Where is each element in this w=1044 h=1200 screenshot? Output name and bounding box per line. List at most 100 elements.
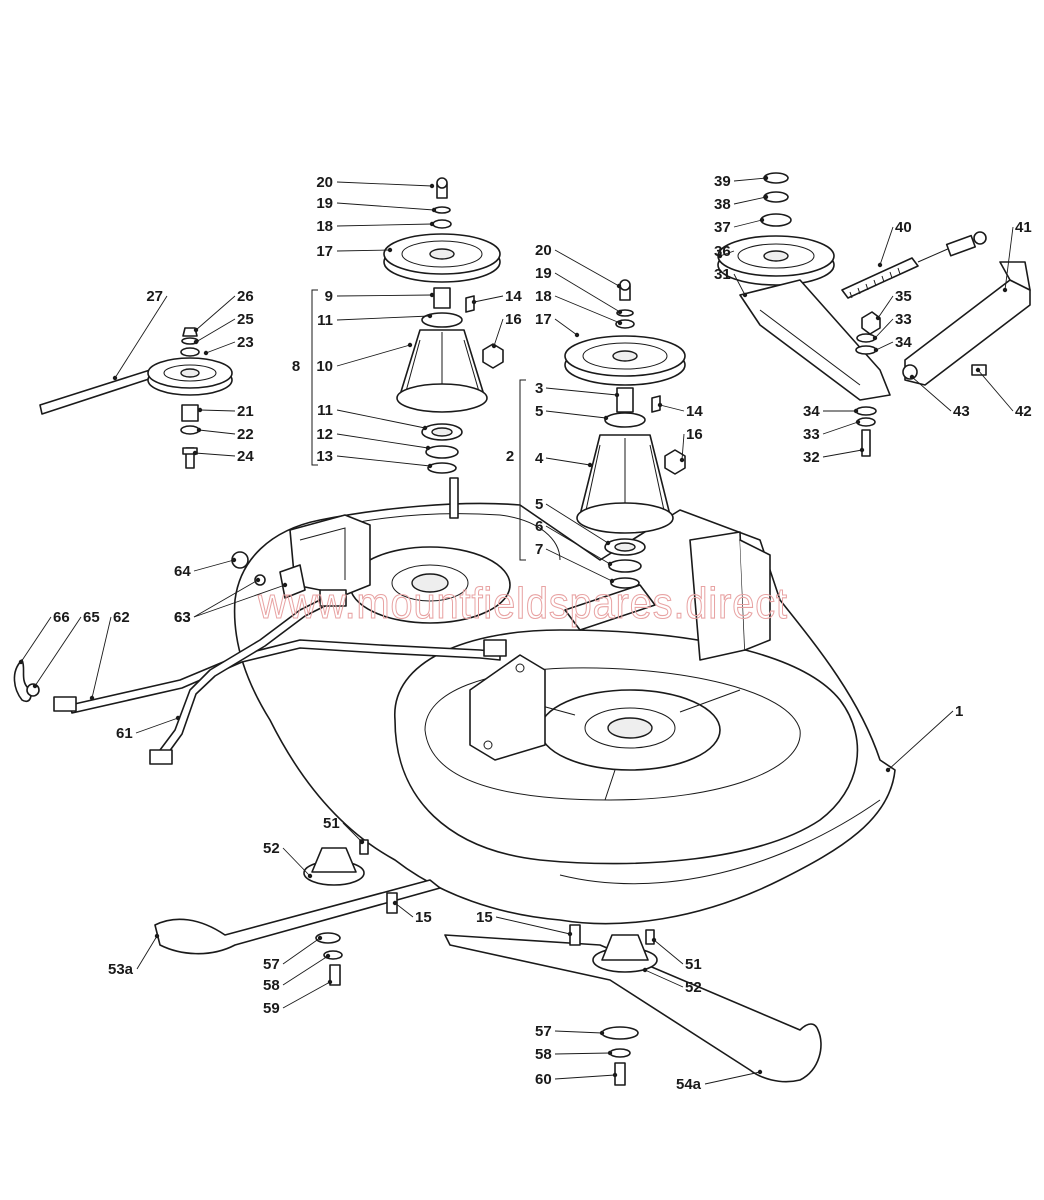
callout-label: 57 [535, 1023, 552, 1040]
callout-leader-dot [429, 221, 435, 227]
callout-leader-line [877, 295, 894, 319]
callout-leader-line [554, 1030, 603, 1034]
callout-leader-line [554, 1074, 616, 1080]
mower-deck [233, 502, 896, 925]
callout-53a: 53a [108, 933, 160, 978]
callout-leader-dot [859, 447, 865, 453]
callout-leader-dot [616, 283, 622, 289]
callout-leader-line [911, 376, 952, 412]
callout-19b: 19 [535, 265, 623, 315]
callout-4: 4 [535, 450, 593, 468]
callout-leader-line [336, 433, 429, 449]
callout-leader-dot [742, 292, 748, 298]
callout-leader-dot [759, 217, 765, 223]
callout-leader-line [282, 937, 321, 965]
callout-leader-dot [282, 582, 288, 588]
callout-leader-dot [875, 315, 881, 321]
callout-43: 43 [909, 374, 970, 420]
callout-label: 14 [505, 288, 522, 305]
callout-label: 11 [317, 312, 333, 329]
callout-41: 41 [1002, 219, 1032, 293]
callout-16a: 16 [491, 311, 522, 349]
callout-leader-dot [89, 695, 95, 701]
callout-label: 63 [174, 609, 191, 626]
callout-leader-line [336, 315, 431, 321]
callout-52a: 52 [263, 840, 313, 879]
callout-3: 3 [535, 380, 620, 398]
callout-leader-dot [255, 577, 261, 583]
callout-66: 66 [18, 609, 70, 665]
callout-leader-dot [605, 540, 611, 546]
callout-label: 41 [1015, 219, 1032, 236]
callout-leader-dot [763, 175, 769, 181]
callout-leader-line [554, 249, 620, 287]
callout-leader-dot [387, 247, 393, 253]
callout-leader-dot [617, 309, 623, 315]
callout-leader-dot [307, 873, 313, 879]
callout-leader-dot [855, 419, 861, 425]
callout-label: 16 [505, 311, 522, 328]
callout-6: 6 [535, 518, 613, 567]
callout-leader-line [135, 717, 179, 734]
callout-leader-dot [872, 335, 878, 341]
callout-leader-dot [679, 457, 685, 463]
callout-label: 38 [714, 196, 731, 213]
callout-26: 26 [193, 288, 254, 333]
callout-16b: 16 [679, 426, 703, 463]
callout-57a: 57 [263, 935, 323, 973]
callout-leader-line [977, 369, 1014, 412]
blade-left [154, 839, 441, 986]
callout-leader-line [199, 409, 236, 412]
callout-label: 34 [895, 334, 912, 351]
callout-leader-dot [567, 931, 573, 937]
callout-leader-line [336, 344, 411, 367]
callout-22: 22 [196, 426, 254, 443]
callout-leader-line [874, 318, 894, 339]
callout-8: 8 [292, 358, 300, 375]
callout-leader-line [887, 710, 954, 771]
tension-arm-assembly [717, 172, 1031, 457]
callout-leader-line [733, 219, 763, 228]
callout-5a: 5 [535, 403, 609, 421]
callout-leader-dot [587, 462, 593, 468]
callout-36: 36 [714, 243, 735, 260]
callout-leader-dot [603, 415, 609, 421]
callout-51b: 51 [651, 937, 702, 973]
callout-38: 38 [714, 194, 769, 213]
callout-leader-line [554, 1052, 611, 1055]
callout-64: 64 [174, 557, 237, 580]
callout-54a: 54a [676, 1069, 763, 1093]
callout-label: 37 [714, 219, 731, 236]
callout-61: 61 [116, 715, 181, 742]
callout-leader-dot [112, 375, 118, 381]
callout-40: 40 [877, 219, 912, 268]
callout-60: 60 [535, 1071, 618, 1088]
callout-leader-line [875, 341, 894, 351]
callout-leader-dot [359, 839, 365, 845]
callout-35: 35 [875, 288, 912, 321]
callout-label: 14 [686, 403, 703, 420]
callout-20a: 20 [316, 174, 435, 191]
callout-leader-line [822, 421, 859, 435]
callout-label: 58 [263, 977, 280, 994]
callout-leader-dot [431, 207, 437, 213]
callout-leader-line [282, 955, 329, 986]
callout-label: 6 [535, 518, 543, 535]
callout-9: 9 [325, 288, 435, 305]
callout-leader-line [554, 295, 621, 324]
callout-label: 10 [316, 358, 333, 375]
callout-leader-dot [877, 262, 883, 268]
callout-59: 59 [263, 979, 333, 1017]
callout-label: 35 [895, 288, 912, 305]
callout-label: 8 [292, 358, 300, 375]
callout-leader-line [493, 318, 504, 347]
callout-label: 42 [1015, 403, 1032, 420]
callout-11a: 11 [317, 312, 433, 329]
callout-leader-dot [574, 332, 580, 338]
callout-label: 61 [116, 725, 133, 742]
callout-leader-line [342, 822, 363, 843]
callout-34a: 34 [873, 334, 912, 353]
idler-pulley-left [39, 327, 233, 469]
callout-leader-dot [853, 408, 859, 414]
callout-leader-dot [763, 194, 769, 200]
